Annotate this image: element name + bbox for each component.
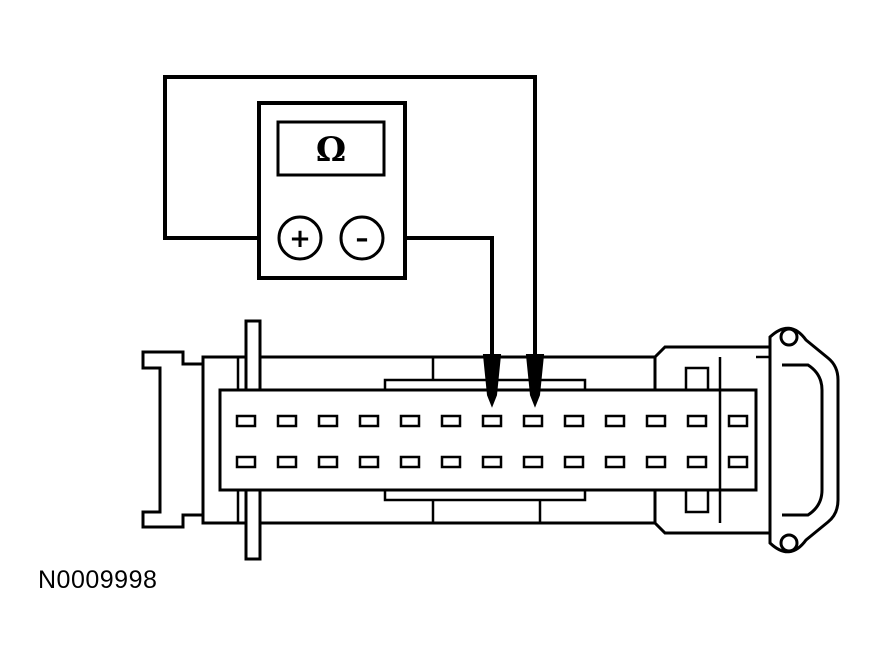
connector-pin [645, 414, 667, 428]
test-leads [163, 75, 537, 360]
connector-pin [686, 455, 708, 469]
positive-terminal-label: + [289, 224, 311, 254]
connector-pin [317, 455, 339, 469]
connector-pin [358, 455, 380, 469]
positive-probe-tip [525, 354, 545, 408]
connector-pin [276, 414, 298, 428]
ohmmeter: Ω + – [257, 101, 407, 280]
connector [141, 319, 840, 561]
connector-pin [563, 414, 585, 428]
connector-pin [727, 414, 749, 428]
connector-pin [481, 414, 503, 428]
connector-mounting-flange [768, 326, 840, 554]
connector-pin [563, 455, 585, 469]
connector-pin [276, 455, 298, 469]
connector-pin [727, 455, 749, 469]
flange-hole-bottom [779, 533, 799, 553]
connector-pin [235, 414, 257, 428]
negative-lead-wire [379, 236, 494, 360]
flange-hole-top [779, 327, 799, 347]
connector-pin [604, 414, 626, 428]
connector-pin [440, 455, 462, 469]
negative-terminal [339, 215, 385, 261]
connector-pin [399, 455, 421, 469]
connector-pin [604, 455, 626, 469]
meter-display [276, 120, 386, 177]
connector-pin [522, 455, 544, 469]
connector-pins [235, 414, 749, 469]
positive-terminal [277, 215, 323, 261]
connector-pin [522, 414, 544, 428]
connector-pin [235, 455, 257, 469]
connector-left-cap [141, 350, 205, 529]
connector-pin [686, 414, 708, 428]
negative-probe-tip [482, 354, 502, 408]
negative-terminal-label: – [356, 224, 369, 254]
connector-pin [440, 414, 462, 428]
test-probes [482, 354, 545, 408]
connector-pin-face [218, 388, 758, 492]
ohm-symbol: Ω [316, 130, 346, 170]
figure-id: N0009998 [38, 566, 158, 594]
positive-lead-wire [163, 75, 537, 360]
connector-pin [645, 455, 667, 469]
connector-pin [481, 455, 503, 469]
housing-details [236, 355, 770, 523]
connector-pin [317, 414, 339, 428]
connector-pin [358, 414, 380, 428]
connector-pin [399, 414, 421, 428]
flange-rib [782, 363, 824, 517]
